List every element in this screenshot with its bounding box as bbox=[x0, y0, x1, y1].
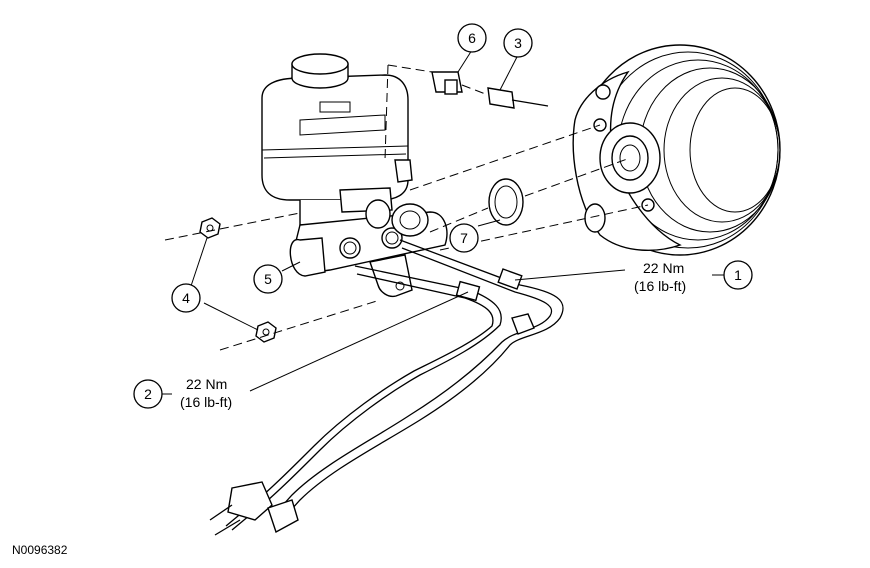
callout-2-number: 2 bbox=[144, 386, 152, 402]
callout-3: 3 bbox=[503, 28, 533, 58]
callout-7-number: 7 bbox=[460, 230, 468, 246]
callout-5-number: 5 bbox=[264, 271, 272, 287]
seal-ring bbox=[488, 178, 524, 226]
callout-4: 4 bbox=[171, 283, 201, 313]
brake-booster bbox=[572, 44, 781, 256]
callout-1: 1 bbox=[723, 260, 753, 290]
torque-spec-2-imperial: (16 lb-ft) bbox=[180, 394, 232, 410]
torque-spec-1: 22 Nm (16 lb-ft) bbox=[634, 260, 686, 294]
torque-spec-1-imperial: (16 lb-ft) bbox=[634, 278, 686, 294]
callout-5: 5 bbox=[253, 264, 283, 294]
torque-spec-2-metric: 22 Nm bbox=[186, 376, 227, 392]
callout-6: 6 bbox=[457, 23, 487, 53]
figure-id: N0096382 bbox=[12, 543, 68, 557]
callout-2: 2 bbox=[133, 379, 163, 409]
callout-3-number: 3 bbox=[514, 35, 522, 51]
torque-spec-1-metric: 22 Nm bbox=[643, 260, 684, 276]
fluid-level-sensor-connector bbox=[384, 64, 549, 161]
brake-lines bbox=[209, 239, 564, 536]
callout-7: 7 bbox=[449, 223, 479, 253]
callout-4-number: 4 bbox=[182, 290, 190, 306]
callout-1-number: 1 bbox=[734, 267, 742, 283]
torque-spec-2: 22 Nm (16 lb-ft) bbox=[180, 376, 232, 410]
callout-6-number: 6 bbox=[468, 30, 476, 46]
master-cylinder bbox=[261, 53, 448, 298]
